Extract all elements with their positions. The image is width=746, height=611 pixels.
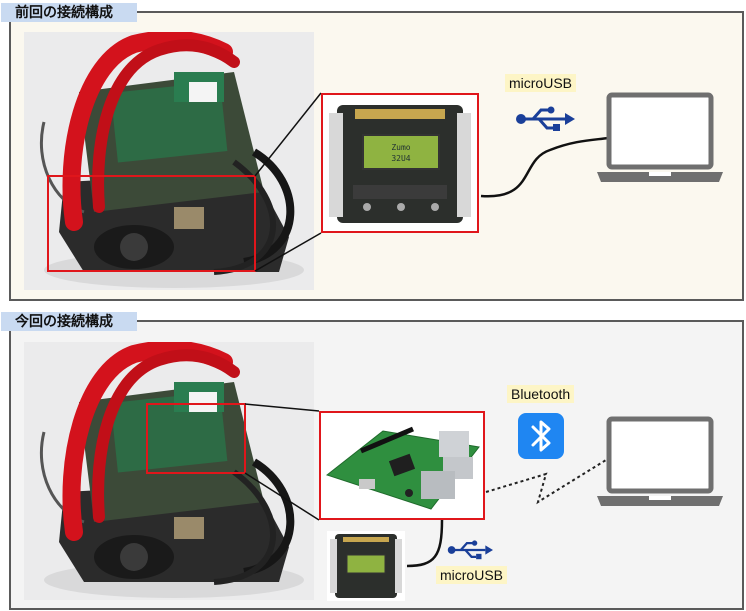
zumo-board-callout: Zumo 32U4 xyxy=(321,93,479,233)
microusb-label-bottom: microUSB xyxy=(436,566,508,584)
laptop-icon-bottom xyxy=(597,416,723,506)
zumo-board-small-drawing xyxy=(330,534,402,598)
microusb-label-top: microUSB xyxy=(505,74,577,92)
robot-drawing xyxy=(24,32,314,290)
zumo-board-small xyxy=(327,531,405,601)
robot-drawing-current xyxy=(24,342,314,600)
robot-photo-current xyxy=(24,342,314,600)
usb-icon xyxy=(516,106,575,131)
lcd-line1: Zumo xyxy=(391,143,410,152)
bluetooth-icon xyxy=(518,413,564,459)
bluetooth-label: Bluetooth xyxy=(507,385,575,403)
usb-icon-bottom xyxy=(447,540,493,560)
previous-config-title: 前回の接続構成 xyxy=(1,3,137,22)
raspberry-pi-callout xyxy=(319,411,485,520)
lcd-line2: 32U4 xyxy=(391,154,410,163)
current-config-title: 今回の接続構成 xyxy=(1,312,137,331)
zumo-board: Zumo 32U4 xyxy=(329,105,471,223)
raspberry-pi-board xyxy=(325,426,480,510)
laptop-icon xyxy=(597,92,723,182)
robot-photo xyxy=(24,32,314,290)
